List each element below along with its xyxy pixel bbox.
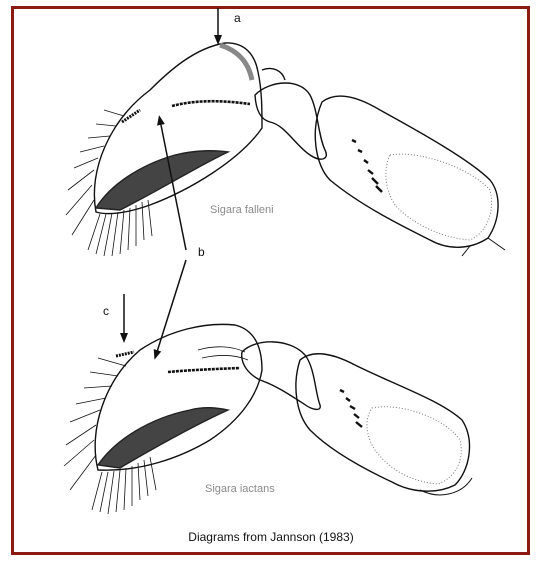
spines-bottom: [340, 390, 362, 427]
label-a: a: [234, 11, 241, 25]
species-name-top: Sigara falleni: [210, 204, 274, 216]
leg-sigara-falleni: [66, 43, 505, 256]
figure-caption: Diagrams from Jannson (1983): [0, 530, 542, 544]
pegs-top: [122, 110, 140, 122]
label-b: b: [198, 245, 205, 259]
pegs-bottom: [116, 352, 134, 356]
arrow-b-lower: [156, 260, 186, 355]
stridulatory-line-top: [172, 101, 250, 106]
spines-top: [352, 140, 382, 192]
label-c: c: [103, 304, 109, 318]
joint-bottom: [242, 342, 321, 410]
species-name-bottom: Sigara iactans: [205, 483, 275, 495]
stipple-bottom: [367, 407, 461, 484]
pad-bottom: [98, 408, 228, 468]
pad-top: [96, 151, 228, 210]
tarsus-bottom: [296, 354, 470, 491]
stridulatory-line-bottom: [168, 368, 240, 372]
tarsus-top: [315, 96, 498, 247]
